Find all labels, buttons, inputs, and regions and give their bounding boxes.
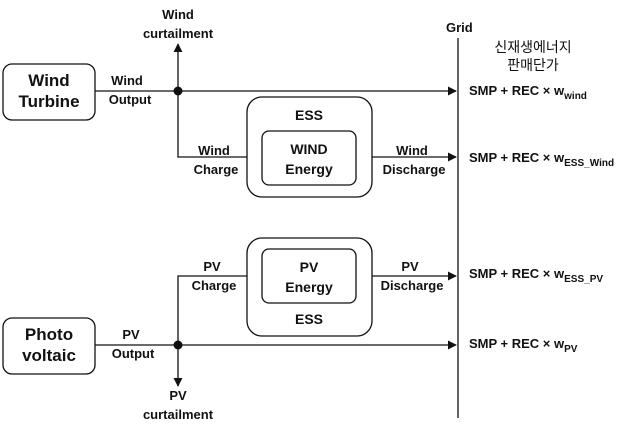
pv-energy-label-line2: Energy (285, 279, 333, 295)
pv-curtailment-label-line1: PV (169, 388, 187, 403)
price-ess-wind-prefix: SMP + REC × w (469, 150, 565, 165)
pv-discharge-label-line2: Discharge (381, 278, 444, 293)
photovoltaic-label-line2: voltaic (22, 346, 76, 365)
pv-charge-label-line1: PV (203, 259, 221, 274)
wind-energy-label-line1: WIND (290, 141, 327, 157)
price-pv-subscript: PV (564, 344, 578, 355)
pv-output-label-line2: Output (112, 346, 155, 361)
korean-title-line1: 신재생에너지 (494, 40, 571, 56)
wind-output-label-line2: Output (109, 92, 152, 107)
wind-charge-arrow (177, 91, 261, 162)
wind-output-label-line1: Wind (111, 73, 143, 88)
price-ess-pv: SMP + REC × wESS_PV (469, 266, 603, 285)
price-ess-pv-subscript: ESS_PV (564, 274, 603, 285)
wind-turbine-label-line1: Wind (28, 71, 69, 90)
price-ess-wind: SMP + REC × wESS_Wind (469, 150, 614, 169)
wind-charge-label-line2: Charge (194, 162, 239, 177)
korean-title-line2: 판매단가 (507, 58, 559, 74)
price-wind-subscript: wind (563, 91, 587, 102)
pv-energy-label-line1: PV (300, 259, 319, 275)
pv-energy-box (261, 248, 357, 304)
wind-energy-box (261, 130, 357, 186)
wind-turbine-label-line2: Turbine (18, 92, 79, 111)
grid-label: Grid (446, 20, 473, 35)
wind-discharge-label-line2: Discharge (383, 162, 446, 177)
wind-energy-label-line2: Energy (285, 161, 333, 177)
wind-discharge-label-line1: Wind (396, 143, 428, 158)
price-ess-wind-subscript: ESS_Wind (564, 158, 614, 169)
pv-discharge-label-line1: PV (401, 259, 419, 274)
pv-output-label-line1: PV (122, 327, 140, 342)
price-pv-prefix: SMP + REC × w (469, 336, 565, 351)
pv-charge-label-line2: Charge (192, 278, 237, 293)
wind-curtailment-label-line2: curtailment (143, 26, 214, 41)
ess-pv-title: ESS (295, 311, 323, 327)
wind-curtailment-label-line1: Wind (162, 7, 194, 22)
photovoltaic-box (2, 317, 96, 375)
price-ess-pv-prefix: SMP + REC × w (469, 266, 565, 281)
wind-turbine-box (2, 63, 96, 121)
photovoltaic-label-line1: Photo (25, 325, 73, 344)
ess-wind-title: ESS (295, 107, 323, 123)
wind-charge-label-line1: Wind (198, 143, 230, 158)
pv-charge-arrow (177, 271, 261, 345)
price-wind: SMP + REC × wwind (469, 83, 587, 102)
pv-curtailment-label-line2: curtailment (143, 407, 214, 422)
price-wind-prefix: SMP + REC × w (469, 83, 565, 98)
price-pv: SMP + REC × wPV (469, 336, 578, 355)
